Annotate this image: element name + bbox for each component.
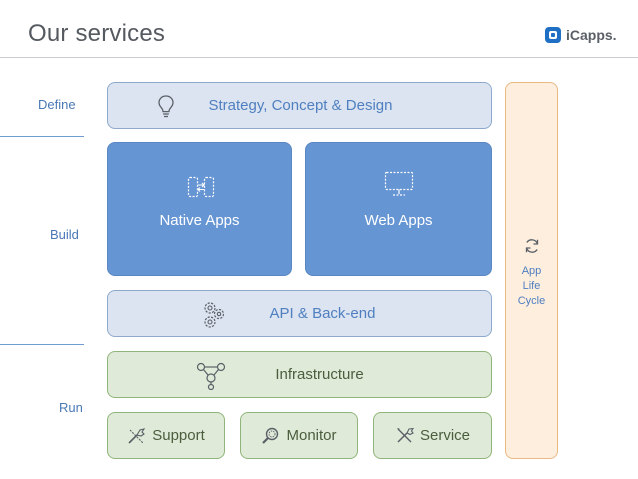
service-label: Service xyxy=(419,427,471,444)
infrastructure-block: Infrastructure xyxy=(107,351,492,398)
support-label: Support xyxy=(152,427,205,444)
support-block: Support xyxy=(107,412,225,459)
web-apps-block: Web Apps xyxy=(305,142,492,276)
api-backend-block: API & Back-end xyxy=(107,290,492,337)
phase-divider-define xyxy=(0,136,84,137)
phase-label-define: Define xyxy=(38,97,76,112)
mobile-sync-icon xyxy=(187,176,215,198)
monitor-icon xyxy=(384,171,414,196)
network-icon xyxy=(196,362,226,390)
gears-icon xyxy=(204,302,225,328)
refresh-icon xyxy=(525,239,539,253)
tools-icon xyxy=(128,427,146,444)
lifecycle-line-3: Cycle xyxy=(517,295,546,307)
phase-divider-build xyxy=(0,344,84,345)
native-apps-block: Native Apps xyxy=(107,142,292,276)
phase-label-build: Build xyxy=(50,227,79,242)
company-logo: iCapps. xyxy=(545,24,617,46)
strategy-block: Strategy, Concept & Design xyxy=(107,82,492,129)
service-block: Service xyxy=(373,412,492,459)
wrench-screwdriver-icon xyxy=(396,427,415,443)
lifecycle-line-1: App xyxy=(521,265,542,277)
logo-text: iCapps. xyxy=(566,27,617,43)
strategy-label: Strategy, Concept & Design xyxy=(208,97,393,114)
monitor-label: Monitor xyxy=(286,427,337,444)
lightbulb-icon xyxy=(158,95,174,118)
app-lifecycle-block: App Life Cycle xyxy=(505,82,558,459)
monitor-block: Monitor xyxy=(240,412,358,459)
web-apps-label: Web Apps xyxy=(364,211,433,229)
api-backend-label: API & Back-end xyxy=(269,305,376,322)
magnifier-icon xyxy=(262,427,279,444)
phase-label-run: Run xyxy=(59,400,83,415)
header-divider xyxy=(0,57,638,58)
lifecycle-line-2: Life xyxy=(522,280,541,292)
infrastructure-label: Infrastructure xyxy=(275,366,364,383)
page-title: Our services xyxy=(28,20,166,47)
icapps-logo-icon xyxy=(545,27,561,43)
native-apps-label: Native Apps xyxy=(159,211,240,229)
